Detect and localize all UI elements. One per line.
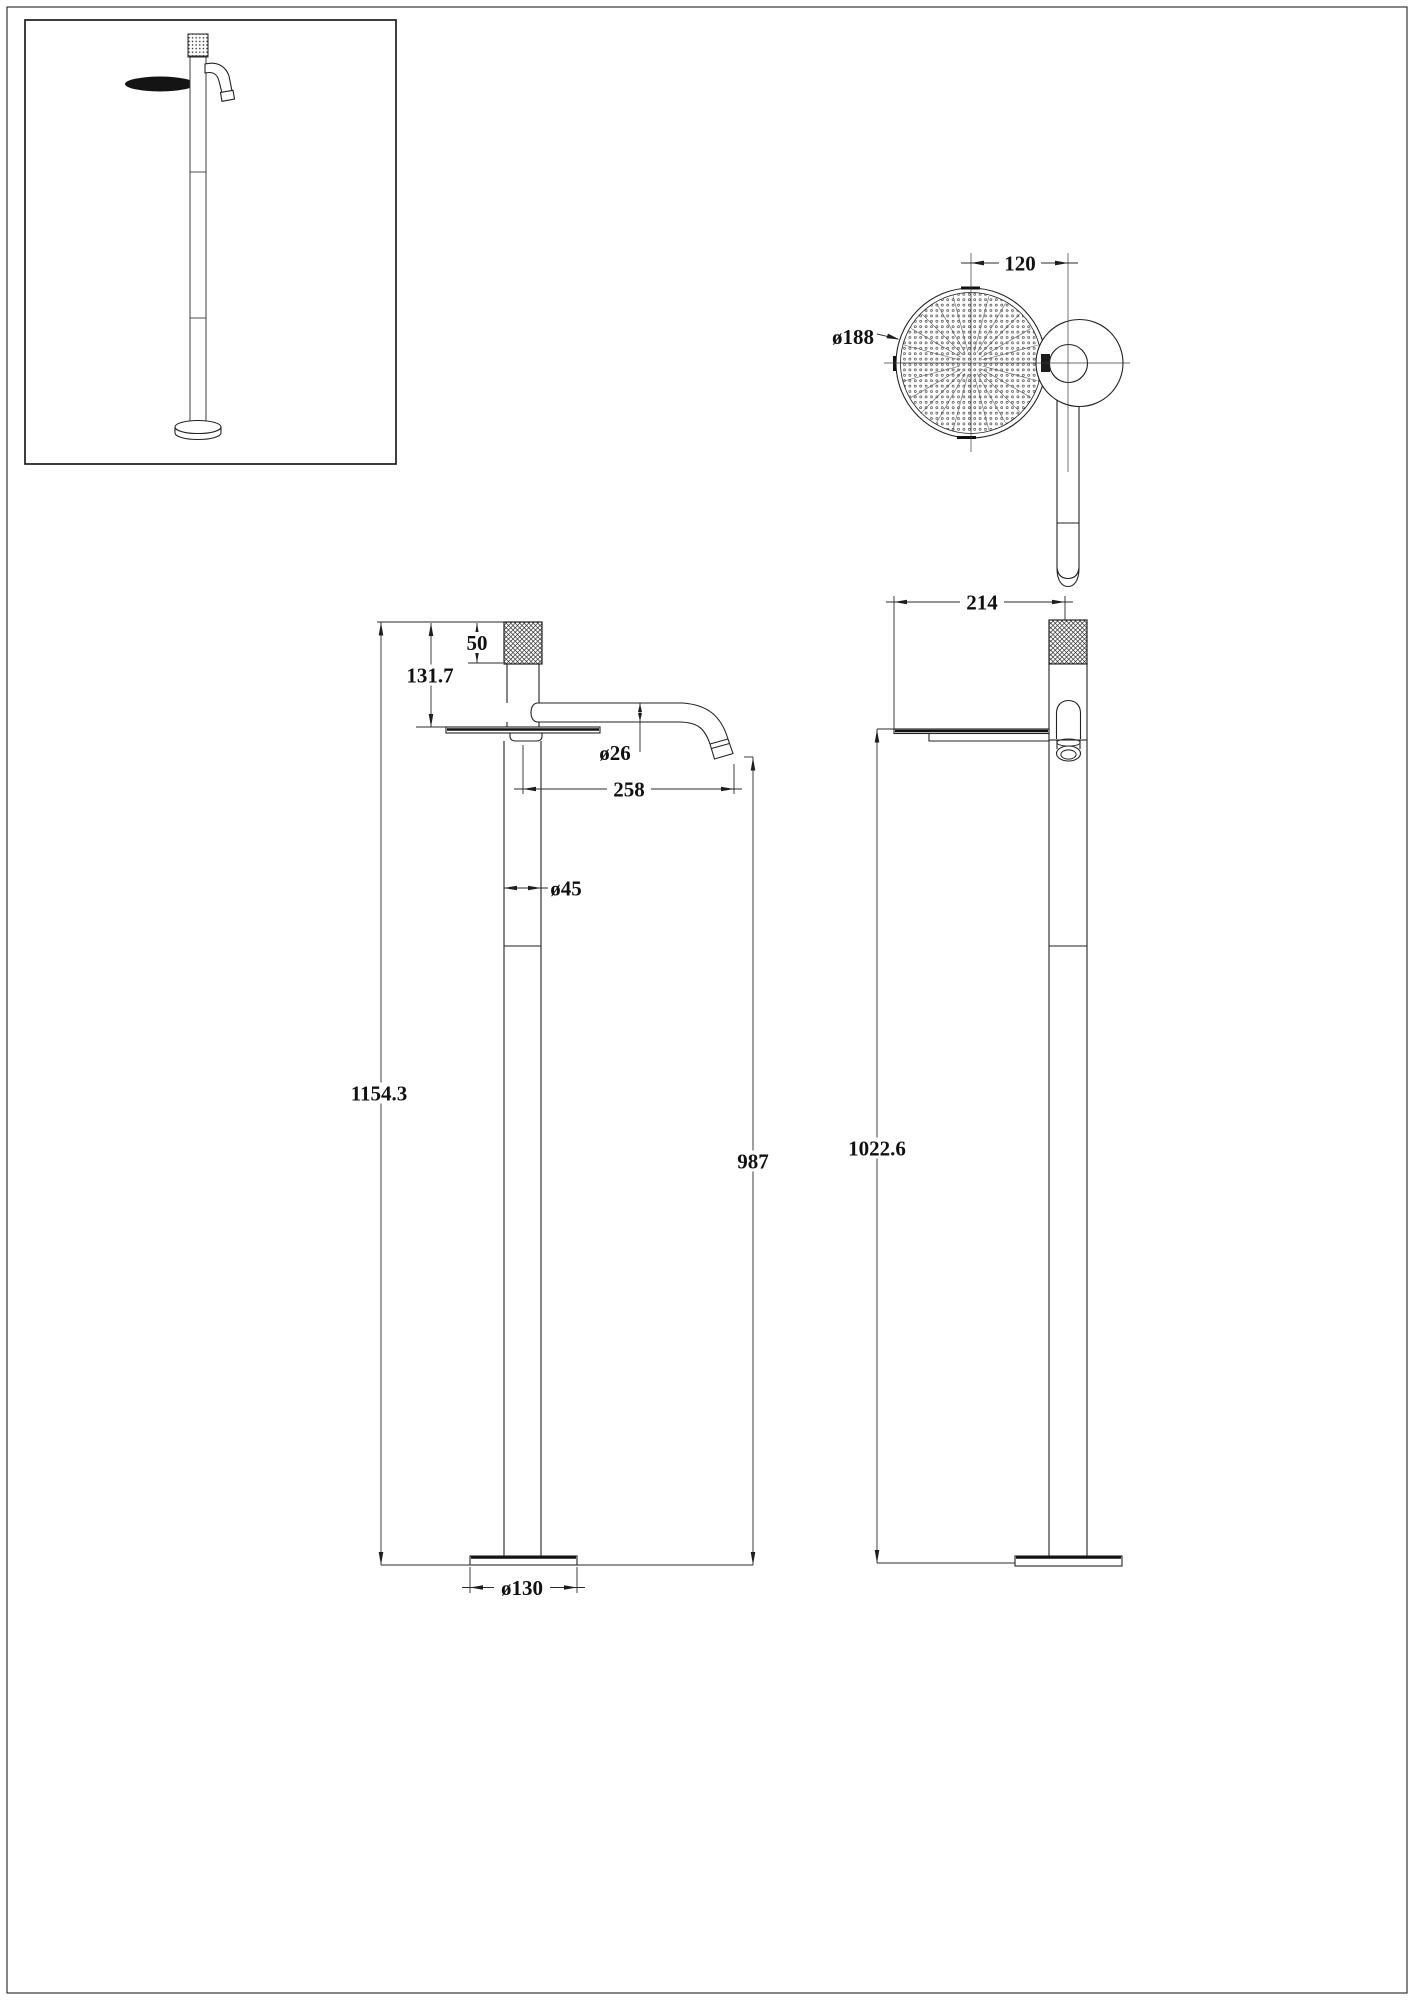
dim-1154-label: 1154.3: [351, 1082, 408, 1106]
inset-base-top: [174, 419, 222, 435]
dim-188: ø188: [832, 325, 900, 349]
front-shelf-collar: [509, 733, 543, 742]
dim-45-label: ø45: [550, 877, 582, 901]
dim-120: 120: [961, 252, 1078, 276]
dim-188-label: ø188: [832, 325, 874, 349]
top-spout-tip-cap: [1056, 567, 1080, 588]
dim-130-label: ø130: [501, 1576, 543, 1600]
front-view: 1154.3 131.7 50 ø26 258: [346, 621, 773, 1600]
side-shelf-lip: [928, 733, 1049, 742]
side-spout-bend: [1055, 699, 1082, 739]
inset-knurled-knob: [187, 33, 209, 58]
dim-1022-label: 1022.6: [848, 1137, 906, 1161]
inset-shelf-disc: [125, 76, 195, 92]
dim-258-label: 258: [613, 778, 645, 802]
inset-column: [189, 55, 207, 426]
front-dimensions: 1154.3 131.7 50 ø26 258: [346, 621, 773, 1600]
side-view: 214 1022.6: [843, 591, 1123, 1567]
dim-120-label: 120: [1004, 252, 1036, 276]
front-knurled-knob: [503, 621, 543, 665]
inset-spout-aerator: [219, 89, 236, 102]
front-spout: [530, 702, 734, 760]
iso-inset-view: [24, 19, 397, 465]
side-dimensions: 214 1022.6: [843, 591, 1073, 1564]
sheet-frame: [6, 6, 1408, 1994]
top-view: 120 ø188: [832, 252, 1130, 588]
dim-50-label: 50: [467, 631, 488, 655]
dim-214-label: 214: [966, 591, 998, 615]
top-knob-circle: [1048, 343, 1089, 384]
side-knurled-knob: [1048, 619, 1088, 665]
side-base: [1014, 1555, 1123, 1567]
dim-987-label: 987: [737, 1150, 769, 1174]
dim-26-label: ø26: [599, 741, 631, 765]
dim-131-label: 131.7: [406, 664, 453, 688]
inset-border: [24, 19, 397, 465]
